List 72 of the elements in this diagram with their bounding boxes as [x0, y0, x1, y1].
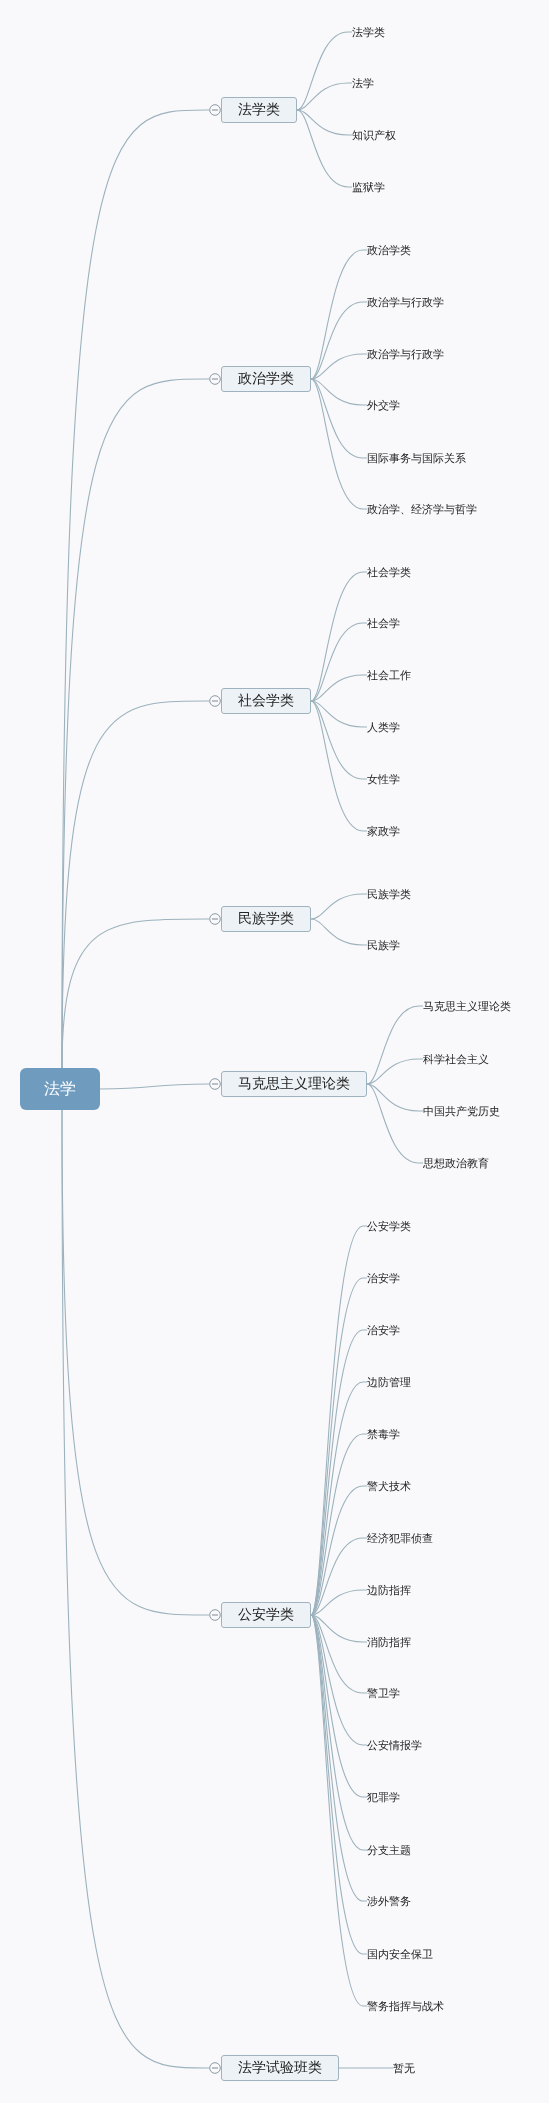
topic-box: 法学类: [221, 97, 297, 123]
connector-line: [310, 1485, 368, 1616]
connector-line: [338, 2067, 394, 2069]
subtopic-label: 政治学类: [367, 242, 411, 258]
subtopic-label: 暂无: [393, 2060, 415, 2076]
topic-box: 马克思主义理论类: [221, 1071, 367, 1097]
connector-line: [61, 918, 210, 1069]
subtopic-label: 外交学: [367, 397, 400, 413]
connector-line: [310, 674, 368, 702]
subtopic-label: 政治学、经济学与哲学: [367, 501, 477, 517]
subtopic-label: 公安学类: [367, 1218, 411, 1234]
connector-line: [61, 1109, 210, 2069]
subtopic-label: 民族学: [367, 937, 400, 953]
subtopic-label: 中国共产党历史: [423, 1103, 500, 1119]
subtopic-label: 政治学与行政学: [367, 294, 444, 310]
subtopic-label: 边防管理: [367, 1374, 411, 1390]
subtopic-label: 民族学类: [367, 886, 411, 902]
topic-box: 社会学类: [221, 688, 311, 714]
subtopic-label: 政治学与行政学: [367, 346, 444, 362]
subtopic-label: 治安学: [367, 1322, 400, 1338]
connector-line: [366, 1005, 424, 1085]
subtopic-label: 人类学: [367, 719, 400, 735]
connector-line: [310, 622, 368, 702]
connector-line: [310, 353, 368, 380]
subtopic-label: 科学社会主义: [423, 1051, 489, 1067]
connector-line: [296, 82, 353, 111]
subtopic-label: 思想政治教育: [423, 1155, 489, 1171]
root-topic-box: 法学: [20, 1068, 100, 1110]
subtopic-label: 警卫学: [367, 1685, 400, 1701]
connector-line: [296, 31, 353, 111]
connector-line: [310, 571, 368, 702]
topic-box: 政治学类: [221, 366, 311, 392]
connector-line: [366, 1083, 424, 1164]
connector-line: [310, 700, 368, 780]
subtopic-label: 国际事务与国际关系: [367, 450, 466, 466]
connector-line: [310, 378, 368, 459]
subtopic-label: 分支主题: [367, 1842, 411, 1858]
subtopic-label: 警犬技术: [367, 1478, 411, 1494]
subtopic-label: 女性学: [367, 771, 400, 787]
subtopic-label: 法学: [352, 75, 374, 91]
subtopic-label: 家政学: [367, 823, 400, 839]
connector-line: [296, 109, 353, 188]
subtopic-label: 警务指挥与战术: [367, 1998, 444, 2014]
subtopic-label: 犯罪学: [367, 1789, 400, 1805]
subtopic-label: 知识产权: [352, 127, 396, 143]
connector-line: [310, 893, 368, 920]
topic-box: 公安学类: [221, 1602, 311, 1628]
subtopic-label: 经济犯罪侦查: [367, 1530, 433, 1546]
subtopic-label: 治安学: [367, 1270, 400, 1286]
subtopic-label: 边防指挥: [367, 1582, 411, 1598]
subtopic-label: 监狱学: [352, 179, 385, 195]
connector-line: [366, 1058, 424, 1085]
connector-line: [310, 378, 368, 510]
connector-line: [310, 249, 368, 380]
connector-line: [310, 918, 368, 946]
subtopic-label: 公安情报学: [367, 1737, 422, 1753]
subtopic-label: 国内安全保卫: [367, 1946, 433, 1962]
connector-line: [310, 301, 368, 380]
topic-box: 法学试验班类: [221, 2055, 339, 2081]
subtopic-label: 社会学: [367, 615, 400, 631]
subtopic-label: 社会学类: [367, 564, 411, 580]
connector-line: [310, 1589, 368, 1616]
connector-line: [310, 700, 368, 832]
subtopic-label: 禁毒学: [367, 1426, 400, 1442]
connector-line: [99, 1083, 210, 1090]
subtopic-label: 涉外警务: [367, 1893, 411, 1909]
topic-box: 民族学类: [221, 906, 311, 932]
subtopic-label: 消防指挥: [367, 1634, 411, 1650]
subtopic-label: 法学类: [352, 24, 385, 40]
subtopic-label: 社会工作: [367, 667, 411, 683]
subtopic-label: 马克思主义理论类: [423, 998, 511, 1014]
connector-line: [310, 1614, 368, 1902]
